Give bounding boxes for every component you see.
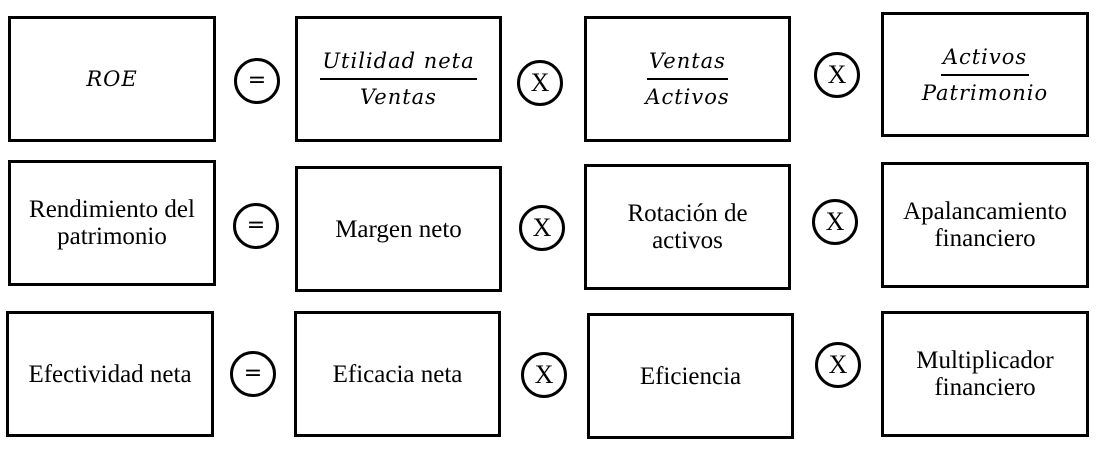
net-margin-numerator: Utilidad neta <box>320 48 477 80</box>
roe-box: ROE <box>8 16 216 142</box>
financial-leverage-fraction: Activos Patrimonio <box>920 44 1050 106</box>
times-operator-row3-second: X <box>815 342 861 388</box>
net-efficacy-box: Eficacia neta <box>294 311 501 437</box>
return-on-equity-box: Rendimiento del patrimonio <box>8 160 216 286</box>
financial-multiplier-label: Multiplicador financiero <box>916 347 1054 401</box>
financial-leverage-numerator: Activos <box>940 44 1030 76</box>
equals-operator-row1: = <box>234 58 280 104</box>
equals-operator-row3: = <box>230 351 276 397</box>
net-effectiveness-label: Efectividad neta <box>28 360 192 388</box>
net-margin-box: Margen neto <box>295 166 502 292</box>
efficiency-label: Eficiencia <box>639 362 742 390</box>
financial-multiplier-box: Multiplicador financiero <box>881 311 1089 437</box>
net-margin-label: Margen neto <box>335 215 462 243</box>
financial-leverage-fraction-box: Activos Patrimonio <box>881 12 1089 137</box>
financial-leverage-label: Apalancamiento financiero <box>903 198 1067 252</box>
efficiency-box: Eficiencia <box>587 313 794 439</box>
times-operator-row2-second: X <box>812 199 858 245</box>
return-on-equity-label: Rendimiento del patrimonio <box>29 196 195 250</box>
equals-operator-row2: = <box>233 203 279 249</box>
net-efficacy-label: Eficacia neta <box>332 360 463 388</box>
net-margin-fraction-box: Utilidad neta Ventas <box>295 16 502 142</box>
asset-turnover-box: Rotación de activos <box>584 164 791 290</box>
times-operator-row1-second: X <box>814 52 860 98</box>
roe-label: ROE <box>86 66 138 91</box>
times-operator-row3-first: X <box>521 352 567 398</box>
net-margin-fraction: Utilidad neta Ventas <box>320 48 477 110</box>
asset-turnover-label: Rotación de activos <box>627 200 748 254</box>
net-margin-denominator: Ventas <box>360 85 437 109</box>
net-effectiveness-box: Efectividad neta <box>6 311 214 437</box>
asset-turnover-numerator: Ventas <box>647 48 728 80</box>
financial-leverage-denominator: Patrimonio <box>921 80 1049 105</box>
times-operator-row1-first: X <box>517 60 563 106</box>
asset-turnover-fraction: Ventas Activos <box>643 48 731 110</box>
asset-turnover-fraction-box: Ventas Activos <box>584 16 791 142</box>
financial-leverage-box: Apalancamiento financiero <box>881 162 1089 288</box>
times-operator-row2-first: X <box>519 205 565 251</box>
asset-turnover-denominator: Activos <box>645 85 730 109</box>
